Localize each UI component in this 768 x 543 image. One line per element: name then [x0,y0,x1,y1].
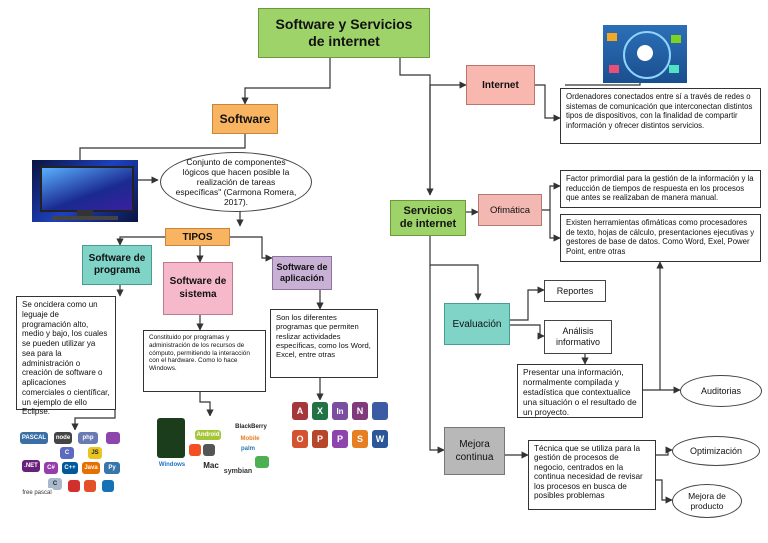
mejora-producto-label: Mejora de producto [688,490,726,511]
logo-chip: symbian [223,466,253,476]
evaluacion-desc: Presentar una información, normalmente c… [517,364,643,418]
mejora-continua-desc: Técnica que se utiliza para la gestión d… [528,440,656,510]
logo-chip: Android [195,430,221,440]
logo-chip [203,444,215,456]
software-programa-desc: Se oncidera como un leguaje de programac… [16,296,116,416]
software-programa-node: Software de programa [82,245,152,285]
logo-chip [102,480,114,492]
logo-chip: Mobile [235,434,265,443]
logo-chip: A [292,402,308,420]
logo-chip: node [54,432,72,444]
logo-chip: W [372,430,388,448]
logo-chip: Windows [157,460,187,470]
software-sistema-node: Software de sistema [163,262,233,315]
logo-chip: P [312,430,328,448]
main-title: Software y Servicios de internet [258,8,430,58]
logo-chip: .NET [22,460,40,472]
logo-chip: C# [44,462,58,474]
logo-chip: Java [82,462,100,474]
logo-chip: C [48,478,62,490]
tipos-node: TIPOS [165,228,230,246]
logo-chip [84,480,96,492]
logo-chip: free pascal [20,488,54,498]
software-node: Software [212,104,278,134]
operating-systems-logos: BlackBerry Mobile Android palm Windows M… [155,416,275,482]
logo-chip: BlackBerry [229,422,273,432]
software-aplicacion-node: Software de aplicación [272,256,332,290]
software-definition: Conjunto de componentes lógicos que hace… [160,152,312,212]
logo-chip: PASCAL [20,432,48,444]
internet-desc: Ordenadores conectados entre sí a través… [560,88,761,144]
logo-chip: In [332,402,348,420]
computer-monitor-image [32,160,138,222]
network-image [603,25,687,83]
ofimatica-node: Ofimática [478,194,542,226]
software-definition-text: Conjunto de componentes lógicos que hace… [175,156,297,208]
reportes-node: Reportes [544,280,606,302]
optimizacion-node: Optimización [672,436,760,466]
logo-chip: Py [104,462,120,474]
logo-chip [106,432,120,444]
logo-chip: O [292,430,308,448]
logo-chip [372,402,388,420]
logo-chip: palm [235,444,261,453]
logo-chip: X [312,402,328,420]
logo-chip [189,444,201,456]
logo-chip: C [60,447,74,459]
software-sistema-desc: Constituido por programas y administraci… [143,330,266,392]
office-apps-logos: A X In N O P P S W [290,400,390,460]
logo-chip [68,480,80,492]
logo-chip: P [332,430,348,448]
ofimatica-desc-1: Factor primordial para la gestión de la … [560,170,761,208]
logo-chip: S [352,430,368,448]
software-aplicacion-desc: Son los diferentes programas que permite… [270,309,378,378]
programming-languages-logos: PASCAL node php JS C .NET C# C++ Java Py… [18,430,126,498]
optimizacion-label: Optimización [689,446,743,456]
analisis-node: Análisis informativo [544,320,612,354]
logo-chip [157,418,185,458]
internet-node: Internet [466,65,535,105]
ofimatica-desc-2: Existen herramientas ofimáticas como pro… [560,214,761,262]
mejora-producto-node: Mejora de producto [672,484,742,518]
auditorias-label: Auditorias [700,386,742,396]
logo-chip: JS [88,447,102,459]
evaluacion-node: Evaluación [444,303,510,345]
logo-chip [255,456,269,468]
mejora-continua-node: Mejora continua [444,427,505,475]
logo-chip: php [78,432,98,444]
servicios-node: Servicios de internet [390,200,466,236]
logo-chip: C++ [62,462,78,474]
auditorias-node: Auditorias [680,375,762,407]
logo-chip: Mac [201,460,221,470]
logo-chip: N [352,402,368,420]
